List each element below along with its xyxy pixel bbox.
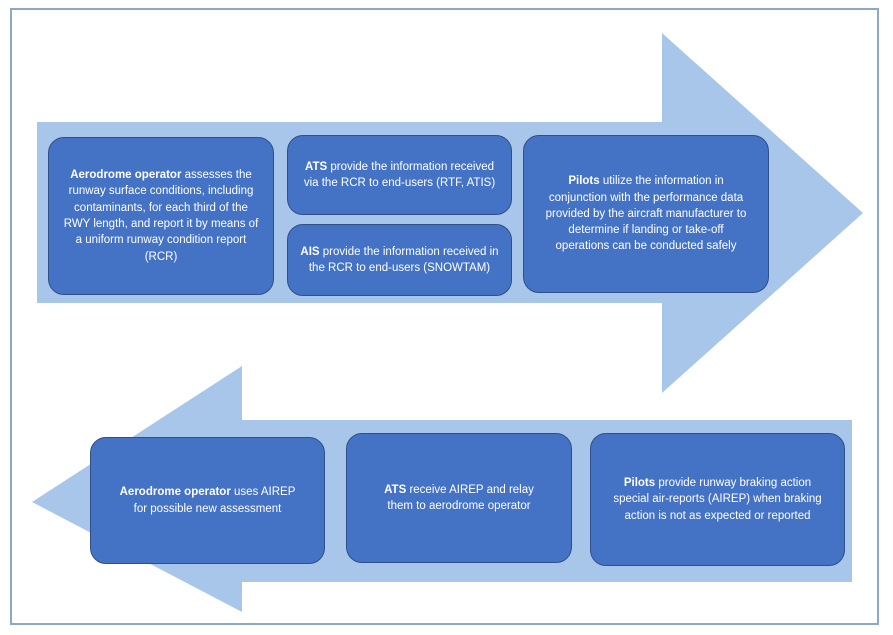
- box-bold-label: Aerodrome operator: [119, 486, 231, 499]
- box-bold-label: ATS: [305, 160, 328, 173]
- pilots-utilize-box: Pilots utilize the information in conjun…: [523, 135, 769, 293]
- box-bold-label: AIS: [300, 245, 320, 258]
- box-text: utilize the information in conjunction w…: [545, 175, 747, 253]
- box-bold-label: ATS: [384, 483, 407, 496]
- box-text: provide runway braking action special ai…: [613, 477, 822, 522]
- box-bold-label: Aerodrome operator: [70, 169, 182, 182]
- box-text: provide the information received in the …: [308, 245, 499, 274]
- ais-provide-box: AIS provide the information received in …: [287, 224, 512, 296]
- ats-provide-box: ATS provide the information received via…: [287, 135, 512, 215]
- box-text: uses AIREP for possible new assessment: [133, 486, 296, 515]
- box-text: provide the information received via the…: [303, 160, 496, 189]
- box-bold-label: Pilots: [623, 477, 656, 489]
- ats-receive-airep-box: ATS receive AIREP and relay them to aero…: [346, 433, 572, 563]
- aerodrome-operator-assess-box: Aerodrome operator assesses the runway s…: [48, 137, 274, 295]
- box-bold-label: Pilots: [568, 175, 600, 188]
- box-text: assesses the runway surface conditions, …: [63, 169, 259, 263]
- box-text: receive AIREP and relay them to aerodrom…: [387, 483, 534, 512]
- aerodrome-operator-airep-box: Aerodrome operator uses AIREP for possib…: [90, 437, 325, 564]
- pilots-provide-airep-box: Pilots provide runway braking action spe…: [590, 433, 845, 566]
